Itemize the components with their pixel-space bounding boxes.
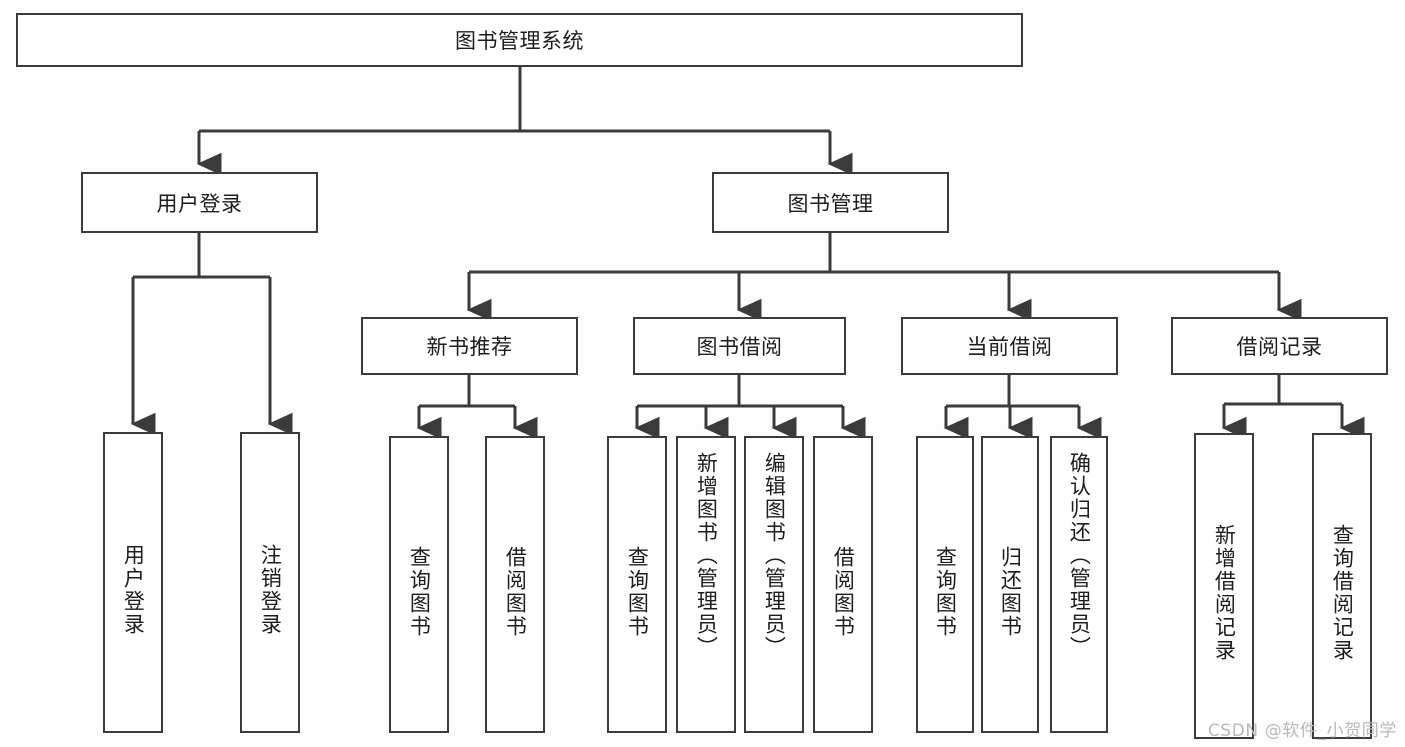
leaf-text-wrap: 注销登录	[258, 448, 283, 731]
leaf-new-book-borrow-book[interactable]: 借阅图书	[485, 436, 545, 733]
leaf-text-wrap: 查询图书	[625, 452, 650, 731]
leaf-text-wrap: 查询图书	[407, 452, 432, 731]
node-label: 新增借阅记录	[1212, 524, 1237, 662]
node-label: 图书管理系统	[455, 29, 584, 53]
leaf-current-borrow-confirm-return-admin[interactable]: 确认归还（管理员）	[1050, 436, 1108, 733]
leaf-book-borrow-borrow-book[interactable]: 借阅图书	[813, 436, 873, 733]
node-label: 借阅记录	[1236, 335, 1323, 359]
node-label: 查询图书	[933, 545, 958, 638]
node-label: 查询图书	[407, 545, 432, 638]
node-book-management[interactable]: 图书管理	[712, 172, 949, 233]
node-label: 查询图书	[625, 545, 650, 638]
leaf-text-wrap: 查询图书	[933, 452, 958, 731]
watermark-credit: CSDN @软件_小贺同学	[1207, 721, 1397, 741]
node-label: 当前借阅	[966, 335, 1053, 359]
node-label: 查询借阅记录	[1330, 524, 1355, 662]
node-label: 归还图书	[998, 545, 1023, 638]
leaf-new-book-query-book[interactable]: 查询图书	[389, 436, 449, 733]
leaf-text-wrap: 借阅图书	[503, 452, 528, 731]
node-label: 编辑图书（管理员）	[762, 452, 787, 659]
node-label: 确认归还（管理员）	[1067, 452, 1092, 659]
node-root-book-management-system[interactable]: 图书管理系统	[16, 13, 1023, 67]
node-label: 图书借阅	[696, 335, 783, 359]
node-borrow-record[interactable]: 借阅记录	[1171, 317, 1388, 375]
node-label: 图书管理	[787, 191, 874, 216]
leaf-book-borrow-query-book[interactable]: 查询图书	[607, 436, 667, 733]
node-label: 用户登录	[156, 191, 243, 216]
leaf-text-wrap: 用户登录	[121, 448, 146, 731]
node-label: 借阅图书	[503, 545, 528, 638]
leaf-current-borrow-query-book[interactable]: 查询图书	[916, 436, 974, 733]
leaf-text-wrap: 借阅图书	[831, 452, 856, 731]
leaf-borrow-record-add-record[interactable]: 新增借阅记录	[1194, 433, 1254, 739]
node-current-borrow[interactable]: 当前借阅	[901, 317, 1118, 375]
node-book-borrow[interactable]: 图书借阅	[633, 317, 846, 375]
leaf-text-wrap: 归还图书	[998, 452, 1023, 731]
node-label: 借阅图书	[831, 545, 856, 638]
leaf-text-wrap: 新增借阅记录	[1212, 449, 1237, 737]
leaf-user-login-login[interactable]: 用户登录	[103, 432, 163, 733]
node-label: 注销登录	[258, 543, 283, 636]
leaf-user-login-logout[interactable]: 注销登录	[240, 432, 300, 733]
node-user-login[interactable]: 用户登录	[81, 172, 318, 233]
leaf-borrow-record-query-record[interactable]: 查询借阅记录	[1312, 433, 1372, 739]
node-label: 用户登录	[121, 543, 146, 636]
leaf-text-wrap: 查询借阅记录	[1330, 449, 1355, 737]
node-label: 新书推荐	[426, 335, 513, 359]
node-label: 新增图书（管理员）	[694, 452, 719, 659]
leaf-book-borrow-add-book-admin[interactable]: 新增图书（管理员）	[676, 436, 736, 733]
leaf-book-borrow-edit-book-admin[interactable]: 编辑图书（管理员）	[744, 436, 804, 733]
leaf-current-borrow-return-book[interactable]: 归还图书	[981, 436, 1039, 733]
node-new-book-recommend[interactable]: 新书推荐	[361, 317, 578, 375]
